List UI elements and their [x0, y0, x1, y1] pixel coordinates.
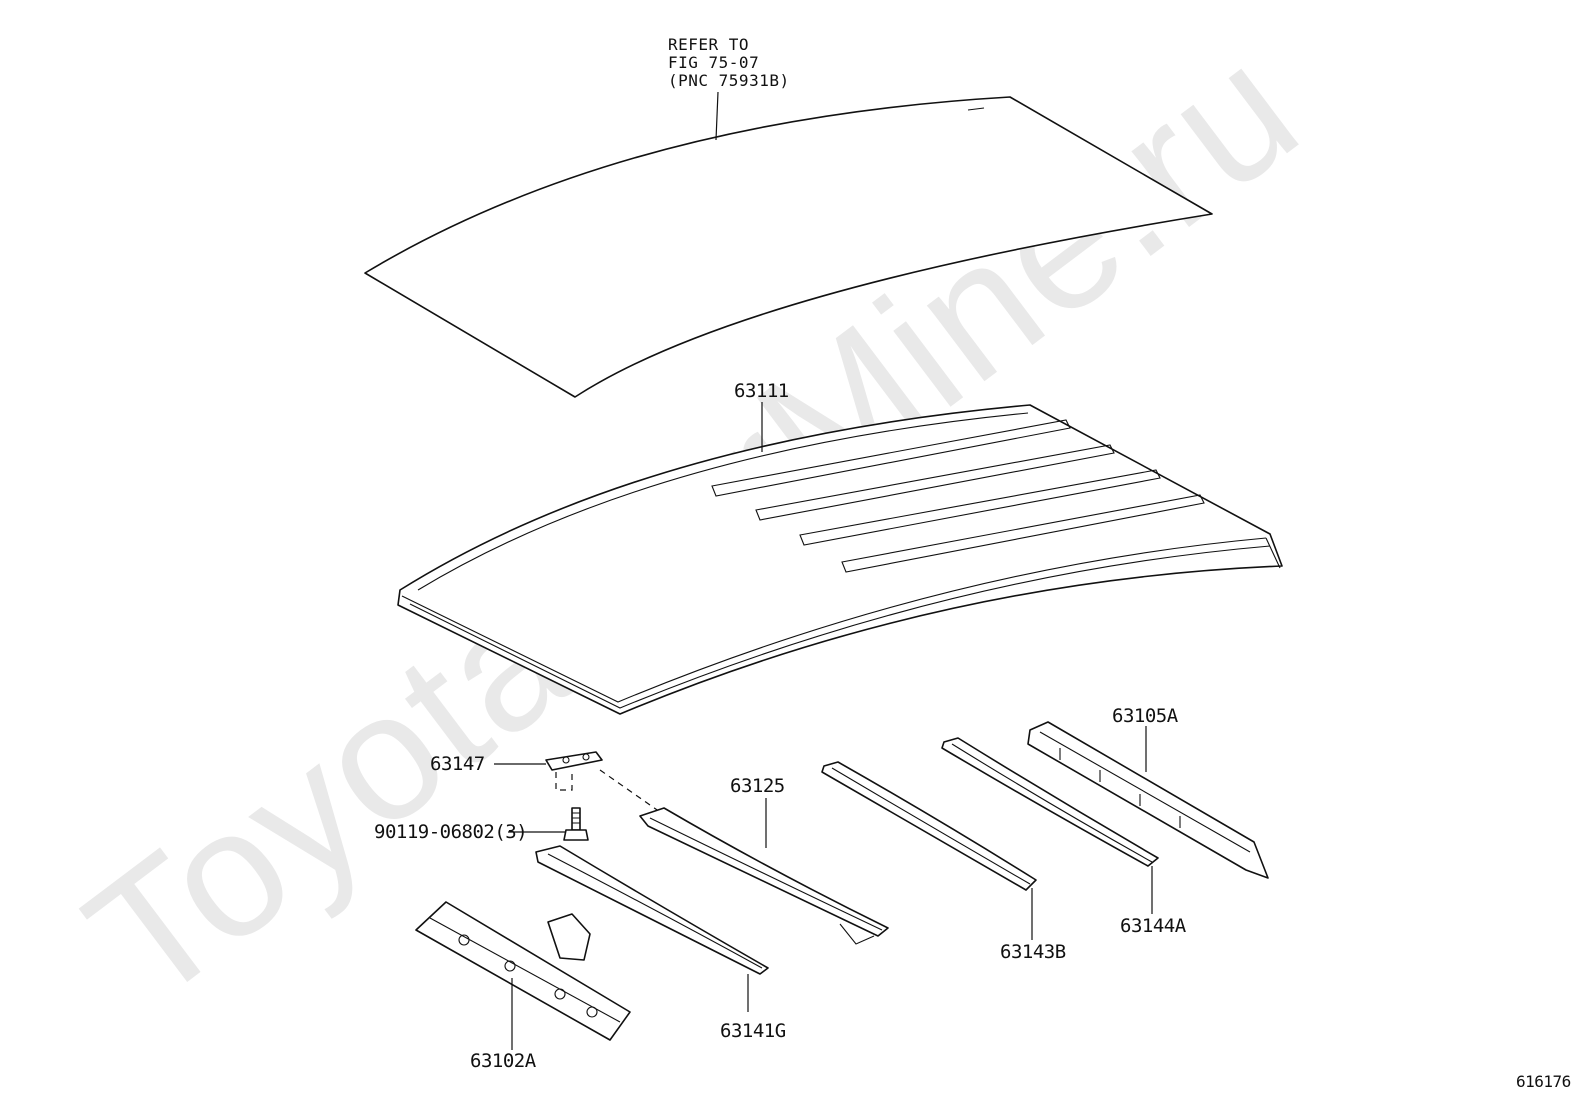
retainer-dashed-guide-right: [599, 769, 661, 813]
rear-header-rail-63105A[interactable]: [1027, 721, 1269, 879]
part-label-63125[interactable]: 63125: [730, 775, 785, 797]
part-label-63105A[interactable]: 63105A: [1112, 705, 1179, 727]
reference-note-line2: FIG 75-07: [668, 53, 759, 72]
roof-panel[interactable]: [397, 404, 1283, 715]
reference-note-line1: REFER TO: [668, 35, 749, 54]
part-label-63144A[interactable]: 63144A: [1120, 915, 1187, 937]
part-label-63102A[interactable]: 63102A: [470, 1050, 537, 1072]
front-header-rail-63102A[interactable]: [415, 901, 631, 1041]
retainer-dashed-guide: [555, 772, 573, 791]
reference-note-line3: (PNC 75931B): [668, 71, 790, 90]
roof-reinforcement-63125[interactable]: [639, 807, 889, 945]
roof-headliner-outline: [364, 96, 1213, 398]
part-label-63141G[interactable]: 63141G: [720, 1020, 786, 1042]
part-label-63147[interactable]: 63147: [430, 753, 485, 775]
roof-reinforcement-63144A[interactable]: [941, 737, 1159, 867]
figure-id: 616176: [1516, 1072, 1571, 1091]
reference-leader-line: [715, 91, 719, 141]
part-label-63143B[interactable]: 63143B: [1000, 941, 1066, 963]
bolt[interactable]: [563, 807, 589, 841]
roof-reinforcement-63141G[interactable]: [535, 845, 769, 975]
retainer-63147[interactable]: [545, 751, 603, 771]
part-label-90119-06802[interactable]: 90119-06802(3): [374, 821, 528, 843]
roof-reinforcement-63143B[interactable]: [821, 761, 1037, 891]
part-label-63111[interactable]: 63111: [734, 380, 789, 402]
